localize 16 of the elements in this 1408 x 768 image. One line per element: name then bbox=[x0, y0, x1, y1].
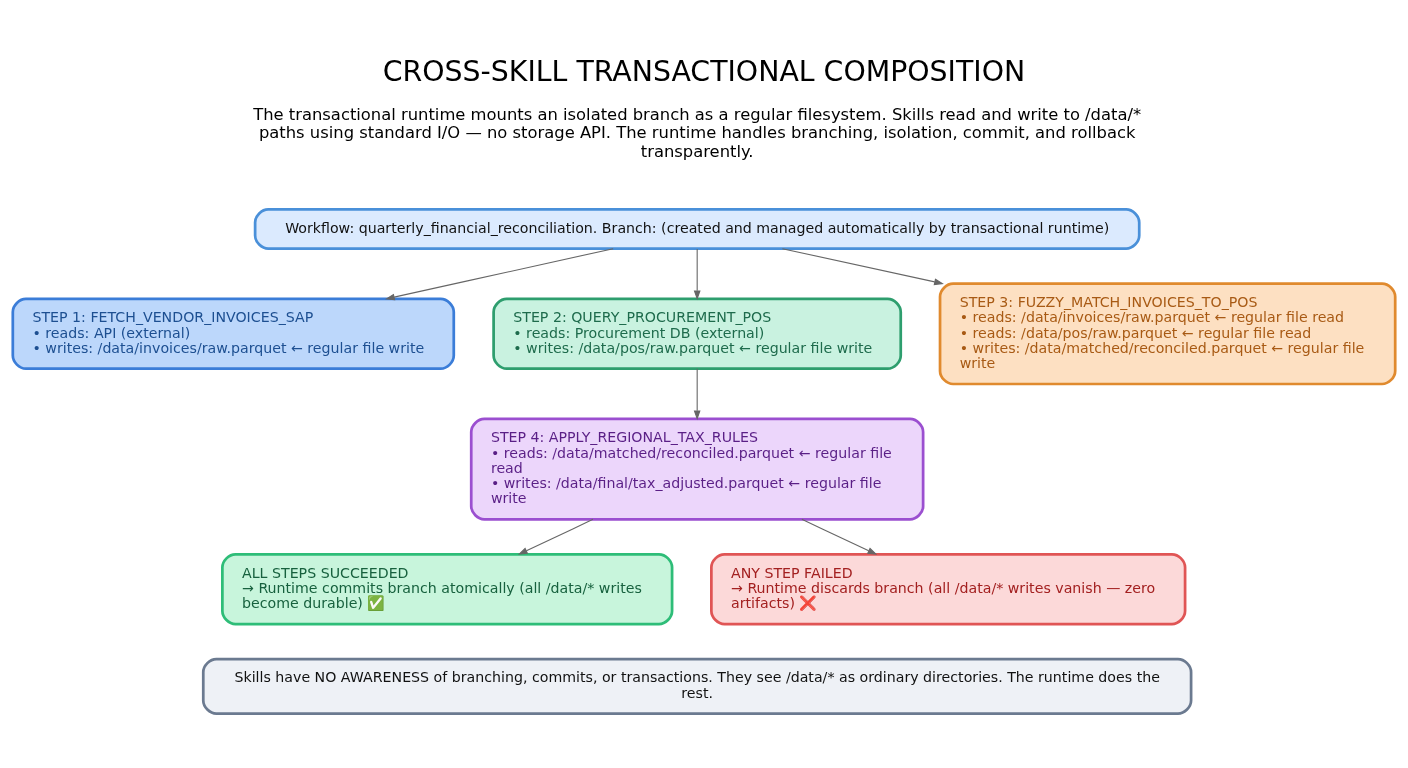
node-box: STEP 3: FUZZY_MATCH_INVOICES_TO_POS • reads: /data/invoices/raw.parquet ← regular file read • reads: /data/pos/raw.parquet ← regular file read • writes: /data/matched/reconciled.parquet ← regular file write bbox=[938, 282, 1397, 386]
node-box: Workflow: quarterly_financial_reconciliation. Branch: (created and managed automatically by transactional runtime) bbox=[253, 208, 1141, 250]
label: The transactional runtime mounts an isolated branch as a regular filesystem. Skills read and write to /data/* paths using standard I/O — no storage API. The runtime handles branching, isolation, commit, and rollback transparently. bbox=[253, 104, 1142, 161]
arrow bbox=[384, 248, 614, 301]
arrow bbox=[693, 368, 701, 421]
arrow bbox=[801, 518, 878, 555]
node-box: STEP 2: QUERY_PROCUREMENT_POS • reads: Procurement DB (external) • writes: /data/pos/raw.parquet ← regular file write bbox=[492, 297, 903, 371]
arrow bbox=[517, 518, 594, 555]
node-box: ANY STEP FAILED → Runtime discards branch (all /data/* writes vanish — zero artifacts) ❌ bbox=[710, 552, 1187, 626]
arrow bbox=[693, 248, 701, 301]
node-box: STEP 1: FETCH_VENDOR_INVOICES_SAP • reads: API (external) • writes: /data/invoices/raw.parquet ← regular file write bbox=[11, 297, 456, 371]
node-box: ALL STEPS SUCCEEDED → Runtime commits branch atomically (all /data/* writes become durable) ✅ bbox=[221, 552, 674, 626]
node-box: Skills have NO AWARENESS of branching, commits, or transactions. They see /data/* as ordinary directories. The runtime does the rest. bbox=[201, 657, 1193, 715]
node-box: STEP 4: APPLY_REGIONAL_TAX_RULES • reads: /data/matched/reconciled.parquet ← regular file read • writes: /data/final/tax_adjusted.parquet ← regular file write bbox=[469, 417, 925, 521]
arrow bbox=[781, 248, 944, 286]
diagram-title: CROSS-SKILL TRANSACTIONAL COMPOSITION bbox=[382, 55, 1026, 89]
